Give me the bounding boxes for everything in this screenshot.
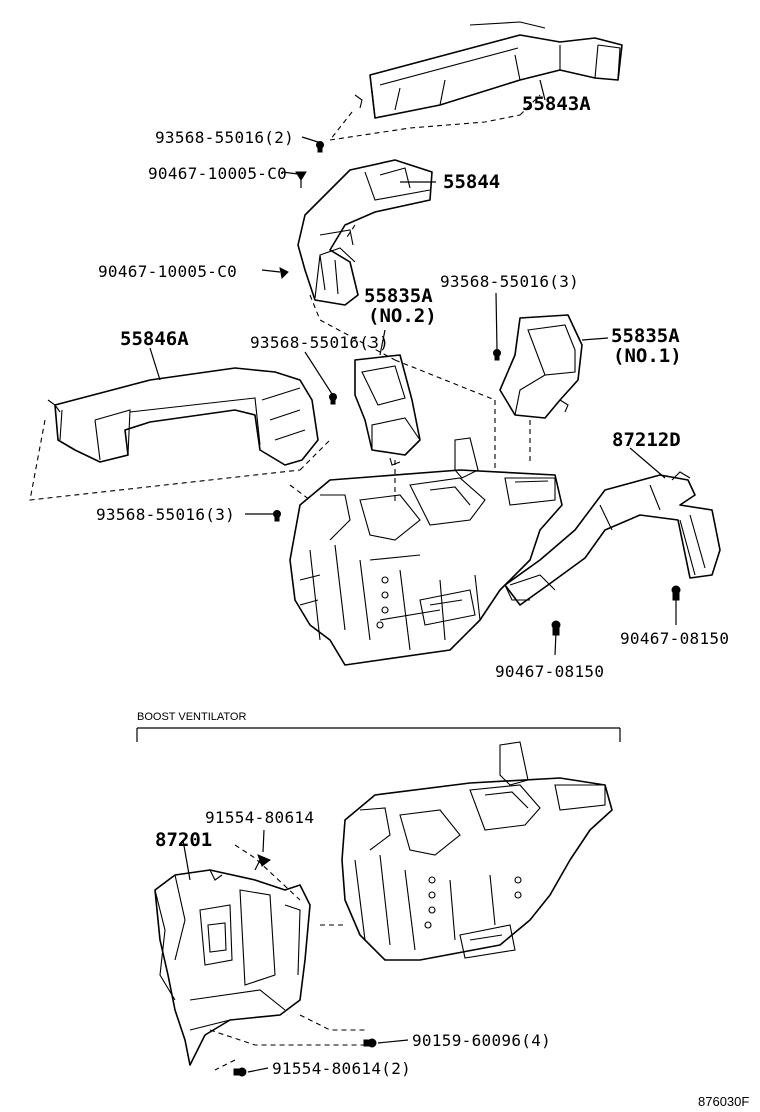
label-91554-bottom: 91554-80614(2): [272, 1059, 411, 1078]
label-55846A: 55846A: [120, 328, 189, 350]
duct-87212D: [504, 471, 721, 606]
label-55835A-no1: 55835A: [611, 325, 680, 347]
heater-unit-upper: [289, 437, 563, 666]
duct-55843A: [354, 21, 623, 119]
label-91554-top: 91554-80614: [205, 808, 314, 827]
label-90467-a: 90467-10005-C0: [148, 164, 287, 183]
section-title: BOOST VENTILATOR: [137, 711, 246, 723]
bolt-icon: [329, 393, 337, 405]
bolt-icon: [363, 1038, 377, 1048]
bolt-icon: [254, 854, 271, 871]
boost-ventilator-87201: [154, 869, 311, 1066]
label-87201: 87201: [155, 829, 212, 851]
label-55835A-no2-sub: (NO.2): [368, 305, 437, 327]
label-93568-left: 93568-55016(3): [96, 505, 235, 524]
duct-55835A-no1: [499, 314, 583, 419]
duct-55844: [297, 159, 433, 306]
clip-icon: [671, 585, 681, 601]
heater-unit-lower: [341, 741, 613, 961]
duct-55846A: [47, 367, 319, 466]
label-90159: 90159-60096(4): [412, 1031, 551, 1050]
label-93568-top: 93568-55016(2): [155, 128, 294, 147]
label-87212D: 87212D: [612, 429, 681, 451]
screw-icon: [279, 267, 289, 280]
label-90467-08150-center: 90467-08150: [495, 662, 604, 681]
label-55835A-no2: 55835A: [364, 285, 433, 307]
bolt-icon: [233, 1067, 247, 1077]
figure-code: 876030F: [698, 1094, 749, 1109]
label-90467-b: 90467-10005-C0: [98, 262, 237, 281]
label-93568-mid: 93568-55016(3): [250, 333, 389, 352]
label-55844: 55844: [443, 171, 500, 193]
label-55843A: 55843A: [522, 93, 591, 115]
duct-55835A-no2: [354, 354, 421, 466]
bolt-icon: [316, 141, 324, 153]
label-93568-right: 93568-55016(3): [440, 272, 579, 291]
bolt-icon: [493, 349, 501, 361]
label-55835A-no1-sub: (NO.1): [613, 345, 682, 367]
bolt-icon: [273, 510, 281, 522]
screw-icon: [295, 171, 307, 188]
label-90467-08150-right: 90467-08150: [620, 629, 729, 648]
